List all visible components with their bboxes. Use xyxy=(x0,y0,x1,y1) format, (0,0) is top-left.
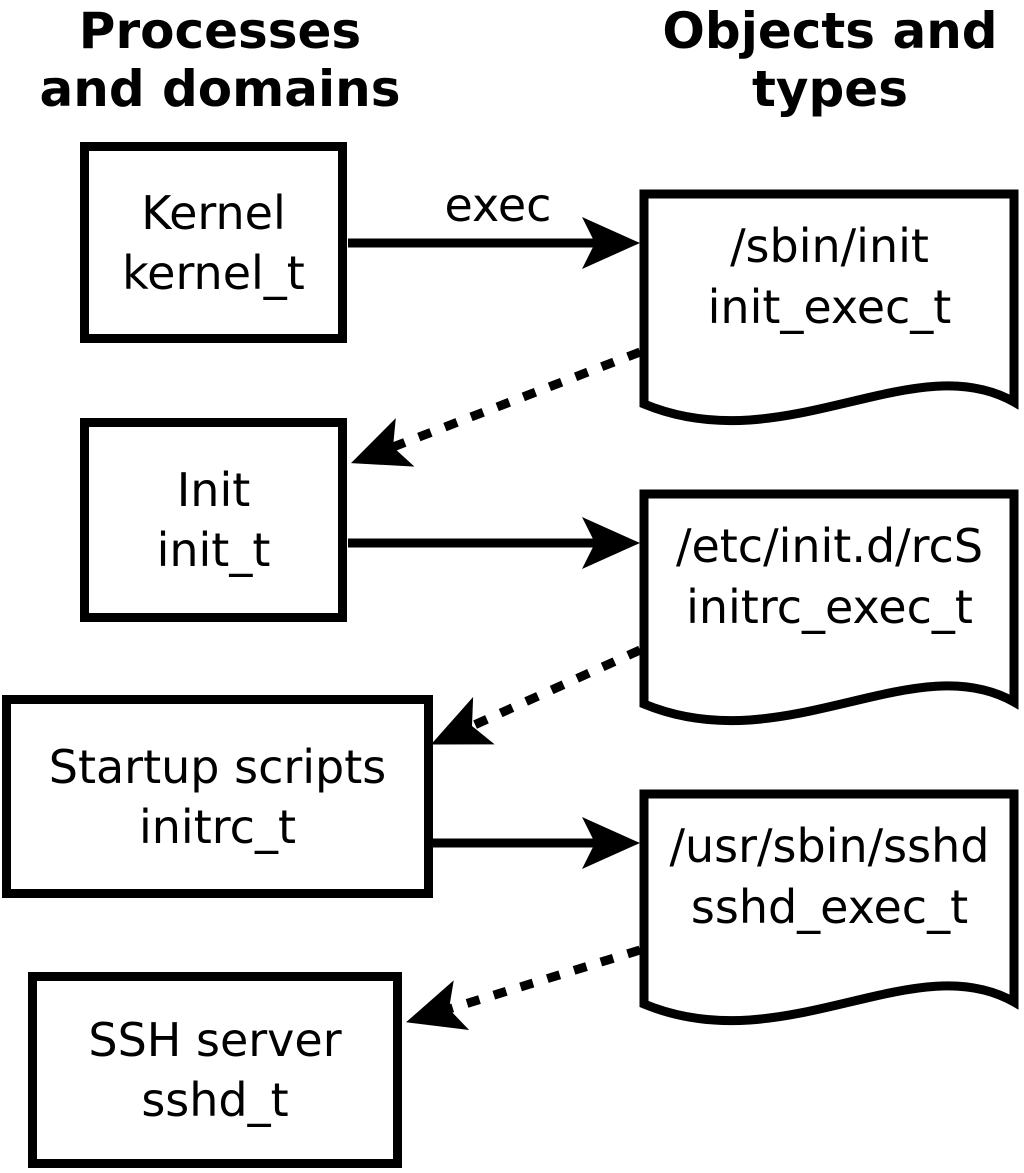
object-type-label: sshd_exec_t xyxy=(690,880,969,934)
domain-type-label: kernel_t xyxy=(122,245,305,300)
document-shape-usr-sbin-sshd xyxy=(639,789,1019,1026)
transition-arrow-sbin-init-to-init xyxy=(350,347,642,467)
process-box-ssh-server: SSH server sshd_t xyxy=(28,972,402,1168)
process-name-label: Startup scripts xyxy=(48,739,387,794)
column-header-objects: Objects and types xyxy=(662,2,998,118)
transition-arrow-rcs-to-initrc xyxy=(431,645,642,745)
process-box-startup-scripts: Startup scripts initrc_t xyxy=(2,695,433,898)
document-shape-etc-initd-rcs xyxy=(639,489,1019,726)
object-type-label: initrc_exec_t xyxy=(686,580,973,634)
domain-type-label: init_t xyxy=(156,523,271,577)
domain-type-label: sshd_t xyxy=(141,1073,289,1127)
document-label-usr-sbin-sshd: /usr/sbin/sshd sshd_exec_t xyxy=(644,816,1015,938)
column-header-processes: Processes and domains xyxy=(39,2,401,118)
object-path-label: /sbin/init xyxy=(730,219,929,273)
transition-arrow-sshd-to-sshd-t xyxy=(406,945,642,1031)
process-name-label: SSH server xyxy=(88,1013,342,1067)
exec-label: exec xyxy=(444,178,552,232)
object-path-label: /usr/sbin/sshd xyxy=(669,819,990,873)
document-label-sbin-init: /sbin/init init_exec_t xyxy=(644,216,1015,338)
process-box-kernel: Kernel kernel_t xyxy=(80,142,347,343)
document-shape-sbin-init xyxy=(639,189,1019,426)
document-label-etc-initd-rcs: /etc/init.d/rcS initrc_exec_t xyxy=(644,516,1015,638)
domain-type-label: initrc_t xyxy=(139,799,296,854)
object-type-label: init_exec_t xyxy=(707,280,952,334)
object-path-label: /etc/init.d/rcS xyxy=(675,519,984,573)
process-name-label: Kernel xyxy=(141,185,286,240)
process-box-init: Init init_t xyxy=(80,418,347,622)
process-name-label: Init xyxy=(176,463,251,517)
